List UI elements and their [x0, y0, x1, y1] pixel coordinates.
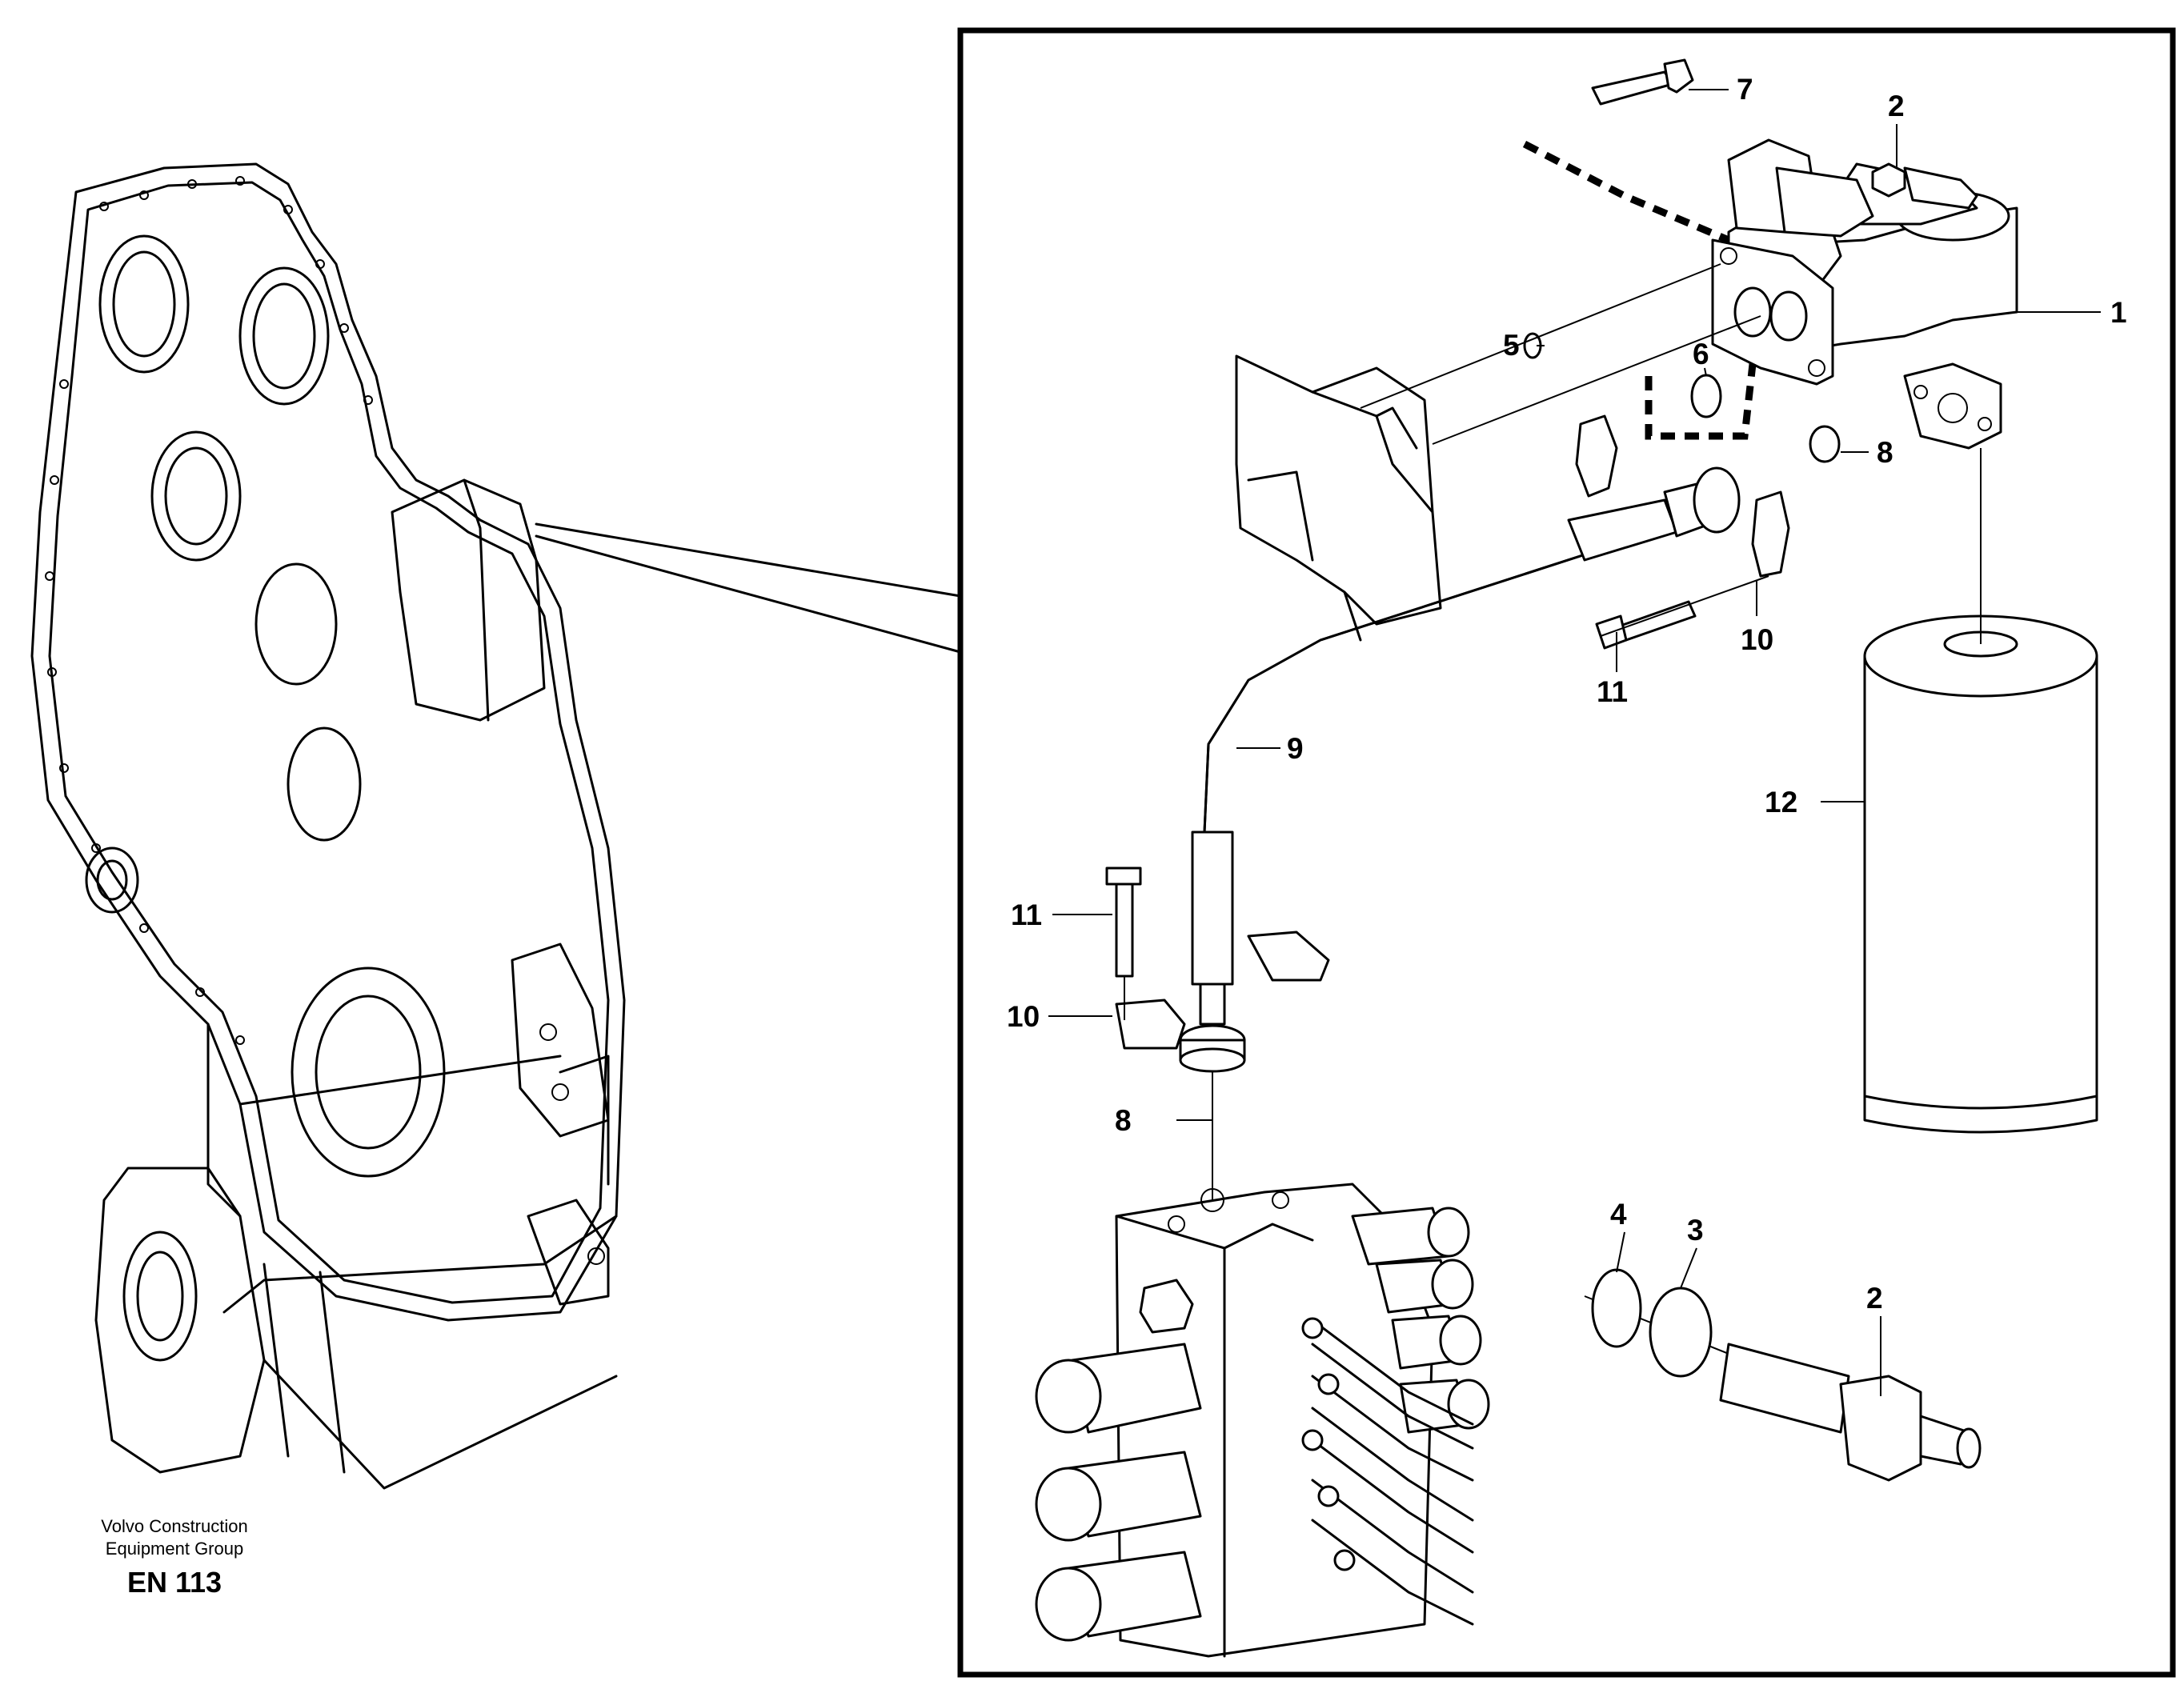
hose-assembly: [1179, 466, 1741, 1073]
callout-11-top: 11: [1597, 675, 1628, 708]
housing-section: [1235, 354, 1442, 642]
callout-9: 9: [1287, 732, 1304, 765]
transmission-housing: [30, 162, 626, 1490]
pressure-sensor-top: [1871, 162, 1978, 210]
callout-1: 1: [2110, 296, 2127, 329]
pressure-sensor-assembly: [1584, 1268, 1982, 1482]
callout-12: 12: [1765, 786, 1797, 818]
document-code: EN 113: [127, 1566, 222, 1599]
callout-5: 5: [1503, 329, 1520, 362]
zoom-leader-lines: [535, 522, 962, 654]
o-rings-upper: [1360, 263, 1841, 463]
callout-11-bottom: 11: [1011, 899, 1042, 931]
callout-3: 3: [1687, 1214, 1704, 1247]
bearing-bores: [85, 234, 362, 914]
publisher-block: Volvo Construction Equipment Group EN 11…: [101, 1516, 247, 1599]
solenoid-valves: [1035, 1207, 1490, 1642]
publisher-line-2: Equipment Group: [106, 1539, 243, 1559]
callout-8-top: 8: [1877, 436, 1893, 469]
callout-2-bottom: 2: [1866, 1282, 1883, 1315]
control-valve-block: [1035, 1072, 1490, 1658]
flange-clamps: [1115, 414, 1790, 1050]
callout-2-top: 2: [1888, 90, 1905, 122]
gasket-bolt-holes: [45, 176, 373, 1045]
callout-10-bottom: 10: [1007, 1000, 1040, 1033]
publisher-line-1: Volvo Construction: [101, 1516, 247, 1536]
callout-7: 7: [1737, 73, 1753, 106]
wire-connectors: [1301, 1317, 1474, 1626]
callout-numbers: 1 2 2 3 4 5 6 7 8 8 9 10 10 11 11 12: [1007, 73, 2127, 1315]
filter-head: [1711, 138, 2018, 450]
callout-8-bottom: 8: [1115, 1104, 1132, 1137]
bolts-11: [1105, 575, 1769, 1020]
callout-10-top: 10: [1741, 623, 1773, 656]
detail-frame: [957, 27, 2176, 1678]
callout-6: 6: [1693, 338, 1709, 370]
oil-filter: [1863, 448, 2098, 1134]
callout-leaders: [1048, 89, 2101, 1396]
callout-4: 4: [1610, 1198, 1627, 1231]
bolt-7: [1522, 58, 1730, 244]
